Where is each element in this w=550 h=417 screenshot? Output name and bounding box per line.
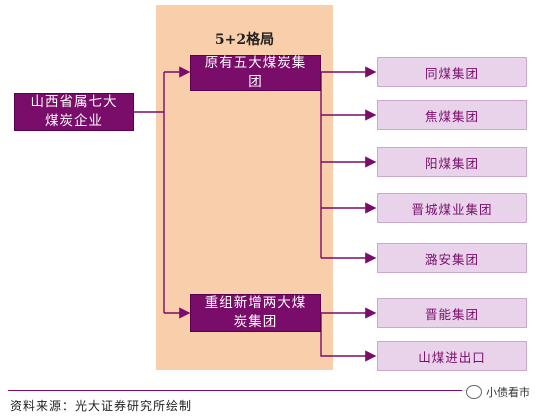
group-box-existing: 原有五大煤炭集团 — [190, 55, 321, 91]
arrow-company-7 — [320, 313, 377, 362]
wechat-icon — [466, 385, 482, 399]
company-box-4: 晋城煤业集团 — [377, 193, 527, 223]
group-label-existing: 原有五大煤炭集团 — [204, 55, 307, 90]
company-box-2: 焦煤集团 — [377, 100, 527, 130]
group-box-new: 重组新增两大煤炭集团 — [190, 294, 321, 332]
company-box-7: 山煤进出口 — [377, 341, 527, 371]
watermark: 小债看市 — [462, 382, 534, 402]
company-box-3: 阳煤集团 — [377, 147, 527, 177]
root-box: 山西省属七大煤炭企业 — [14, 93, 134, 131]
root-label: 山西省属七大煤炭企业 — [30, 94, 118, 129]
group-label-new: 重组新增两大煤炭集团 — [204, 295, 307, 330]
panel-title: 5+2格局 — [214, 32, 275, 48]
source-note: 资料来源：光大证券研究所绘制 — [10, 399, 193, 413]
watermark-text: 小债看市 — [486, 386, 530, 399]
company-box-1: 同煤集团 — [377, 57, 527, 87]
company-box-6: 晋能集团 — [377, 298, 527, 328]
footer-divider — [8, 390, 468, 391]
company-box-5: 潞安集团 — [377, 243, 527, 273]
